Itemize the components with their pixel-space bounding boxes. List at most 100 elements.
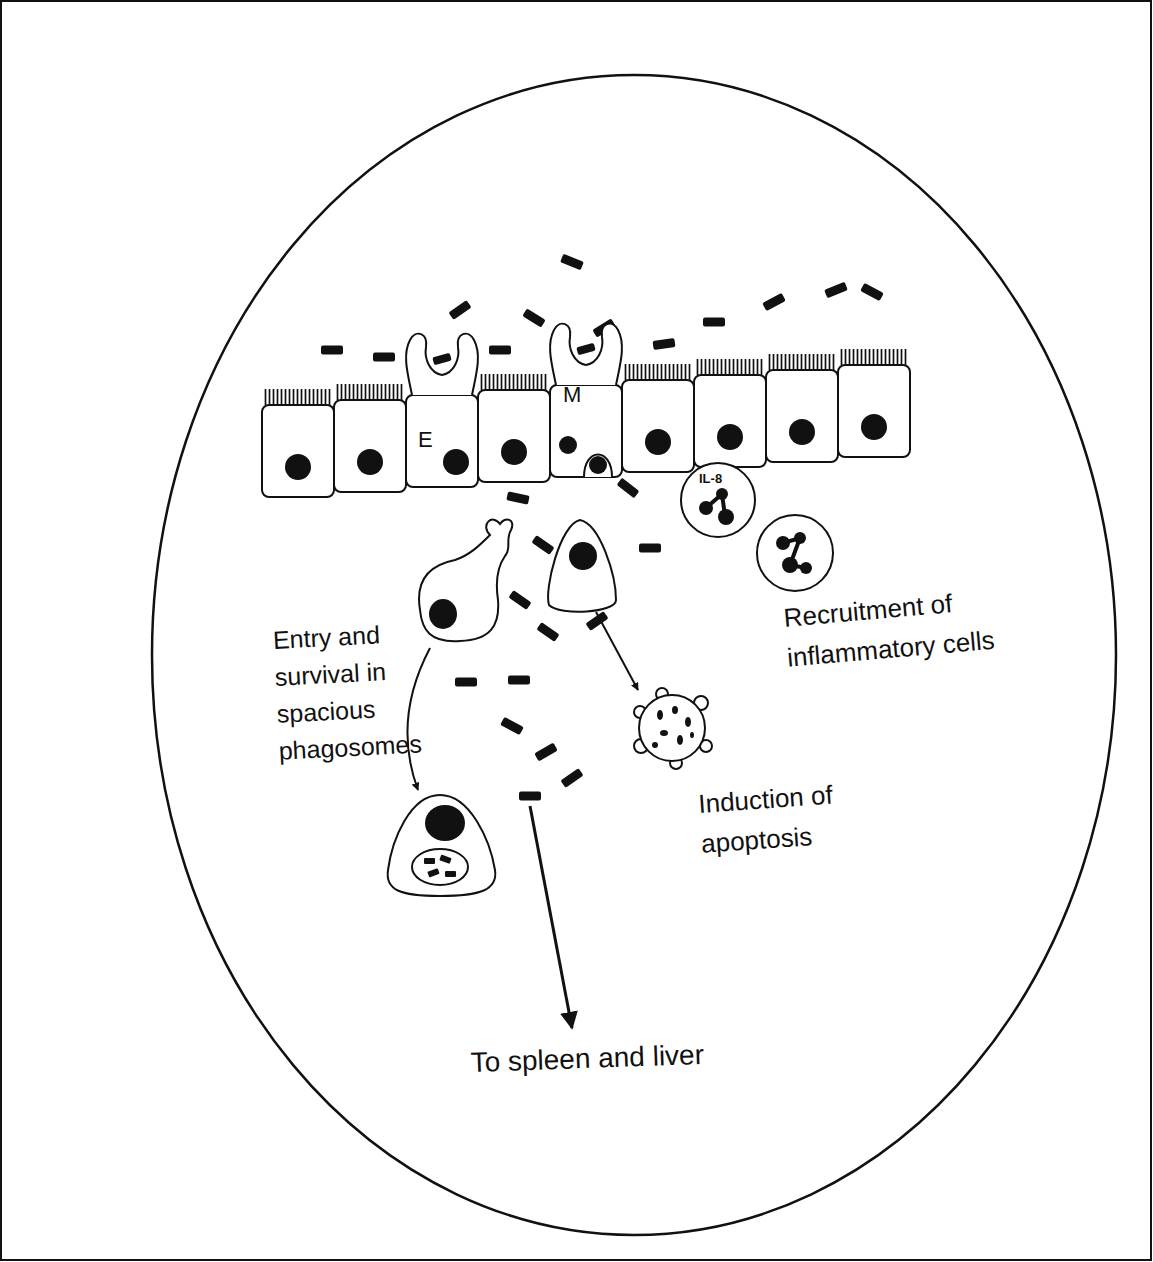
dissemination-arrow	[530, 806, 572, 1028]
lymphocyte-pocket	[584, 455, 612, 478]
nuclear-lobe	[794, 532, 806, 544]
membrane-ruffle	[550, 324, 622, 385]
bacterium	[536, 622, 559, 642]
lymphocyte-nucleus	[589, 456, 607, 474]
nucleus	[285, 454, 311, 480]
bacterium	[439, 854, 451, 863]
phagocyte	[548, 520, 616, 612]
bacterium	[519, 792, 541, 801]
bacterium	[508, 676, 530, 685]
epithelial-cell	[766, 370, 838, 462]
nuclear-lobe	[718, 509, 734, 525]
epithelial-cell	[334, 400, 406, 492]
nuclear-lobe	[782, 557, 798, 573]
brush-border	[480, 374, 548, 390]
infected-macrophage	[388, 795, 496, 896]
nucleus	[425, 805, 465, 841]
brush-border	[696, 359, 764, 375]
chromatin-fragment	[672, 706, 678, 714]
cell-label: E	[418, 428, 433, 452]
epithelial-cell	[694, 375, 766, 467]
cell-outline	[388, 795, 496, 896]
membrane-ruffle	[406, 334, 478, 395]
nuclear-lobe	[776, 536, 790, 550]
bacterium	[508, 590, 531, 610]
process-label: Recruitment of inflammatory cells	[782, 573, 1070, 677]
bacterium	[639, 544, 661, 553]
nucleus	[501, 439, 527, 465]
neutrophil-outline	[757, 515, 833, 591]
bacterium	[824, 282, 848, 299]
bacterium	[455, 678, 477, 687]
bacterium	[534, 743, 558, 762]
chromatin-fragment	[657, 710, 663, 720]
neutrophil	[681, 463, 755, 537]
bacterium	[860, 283, 884, 301]
destination-label: To spleen and liver	[470, 1034, 801, 1079]
apoptotic-cell	[634, 688, 712, 769]
nucleus	[861, 414, 887, 440]
cell-label: M	[563, 383, 581, 407]
chromatin-fragment	[652, 742, 658, 748]
cell-body	[550, 385, 622, 477]
m-cell: M	[550, 315, 622, 477]
bacterium	[560, 768, 583, 788]
epithelial-cell	[478, 390, 550, 482]
bacterium	[531, 535, 554, 555]
nucleus	[357, 449, 383, 475]
epithelial-cell	[262, 405, 334, 497]
bacterium	[432, 353, 451, 365]
brush-border	[768, 354, 836, 370]
macrophage-outline	[419, 519, 512, 641]
bacterium	[703, 318, 725, 327]
bacterium	[427, 868, 439, 877]
nuclear-lobe	[699, 501, 713, 515]
phagocyte-outline	[548, 520, 616, 612]
cell-body	[406, 395, 478, 487]
bacterium	[652, 338, 675, 350]
brush-border	[336, 384, 404, 400]
bacterium	[500, 717, 524, 735]
bacterium	[448, 300, 471, 320]
epithelial-cell	[838, 365, 910, 457]
chromatin-fragment	[690, 732, 694, 738]
enterocyte: E	[406, 325, 478, 487]
bacterium	[617, 478, 640, 499]
nuclear-lobe	[716, 488, 728, 500]
process-label: Induction of apoptosis	[697, 771, 894, 864]
nucleus	[429, 599, 457, 629]
bacterium	[560, 254, 584, 271]
brush-border	[264, 389, 332, 405]
nucleus	[559, 436, 577, 454]
epithelial-cell	[622, 380, 694, 472]
bacterium	[373, 353, 395, 362]
process-arrow	[596, 612, 638, 690]
bacterium	[489, 346, 511, 355]
neutrophil-outline	[681, 463, 755, 537]
nucleus	[443, 449, 469, 475]
nucleus	[645, 429, 671, 455]
macrophage	[419, 519, 512, 641]
bacteria	[321, 254, 884, 801]
bacterium	[321, 346, 343, 355]
bacterium	[576, 343, 595, 355]
bacterium	[762, 293, 786, 311]
cell-outline	[406, 325, 478, 487]
nuclear-lobe	[800, 562, 812, 574]
bacterium	[522, 308, 545, 327]
bacterium	[424, 858, 435, 864]
magnified-field	[152, 75, 1116, 1235]
apoptotic-body	[639, 695, 705, 761]
brush-border	[624, 364, 692, 380]
process-label: Entry and survival in spacious phagosome…	[272, 614, 432, 770]
nucleus	[789, 419, 815, 445]
brush-border	[840, 349, 908, 365]
nucleus	[569, 542, 597, 570]
bacterium	[506, 491, 529, 504]
chromatin-fragment	[685, 717, 691, 727]
cytokine-label: IL-8	[699, 471, 743, 486]
process-arrow	[407, 648, 430, 790]
